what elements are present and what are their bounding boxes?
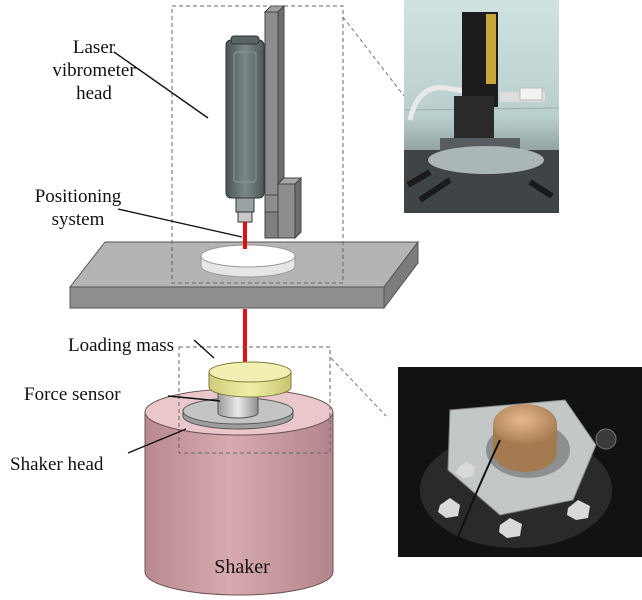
zoom-box-bottom	[178, 346, 331, 454]
laser-beam-lower	[243, 309, 247, 366]
zoom-guide-top	[342, 16, 405, 97]
leader-laser-head	[113, 51, 209, 119]
vibrometer-head	[225, 35, 265, 223]
laser-beam-upper	[243, 222, 247, 249]
leader-positioning	[117, 208, 243, 238]
label-laser-line1: Laser	[72, 37, 116, 58]
label-positioning-system: Positioning system	[22, 185, 134, 231]
leader-loading-mass	[193, 339, 215, 359]
label-loading-mass: Loading mass	[68, 335, 175, 356]
zoom-box-top	[171, 5, 344, 284]
force-sensor	[217, 391, 259, 419]
label-force-sensor: Force sensor	[24, 384, 121, 405]
label-laser-vibrometer-head: Laser vibrometer head	[38, 36, 150, 105]
label-laser-line2: vibrometer	[52, 60, 136, 81]
leader-shaker-head	[127, 428, 187, 454]
shaker-label: Shaker	[214, 556, 270, 578]
sample-disc	[200, 244, 296, 278]
vibrometer-positioning-photo	[403, 0, 560, 213]
label-laser-line3: head	[76, 83, 112, 104]
leader-force-sensor	[167, 395, 221, 402]
positioning-system	[263, 4, 303, 240]
loading-mass	[208, 361, 292, 398]
zoom-guide-bottom	[330, 357, 387, 417]
label-shaker-head: Shaker head	[10, 454, 104, 475]
label-positioning-line2: system	[51, 209, 105, 230]
label-positioning-line1: Positioning	[34, 186, 122, 207]
shaker-loading-mass-photo	[398, 367, 642, 557]
